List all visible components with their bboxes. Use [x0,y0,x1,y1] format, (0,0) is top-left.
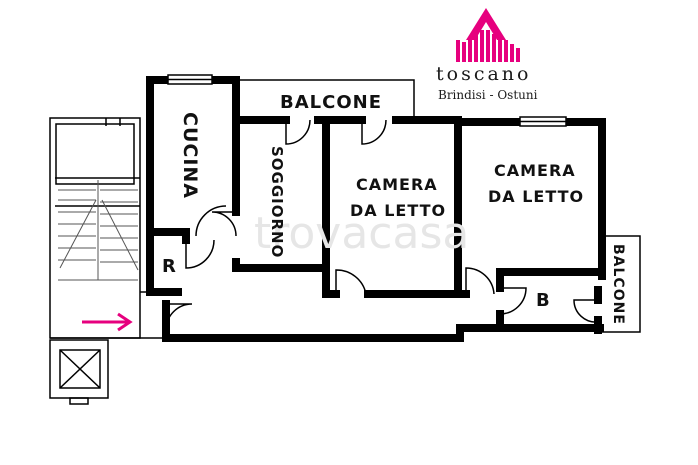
door-swings [165,119,599,331]
room-label-bagno: B [536,290,551,311]
entrance-arrow [82,312,133,332]
room-label-camera2-line2: DA LETTO [488,187,584,206]
walls [140,76,641,342]
room-label-balcone-top: BALCONE [280,92,382,113]
brand-name: toscano [436,63,531,85]
brand-logo-icon [456,8,520,62]
room-label-ripostiglio: R [162,256,177,277]
room-label-camera2-line1: CAMERA [494,161,576,180]
room-label-soggiorno: SOGGIORNO [268,146,286,258]
room-label-camera1-line1: CAMERA [356,175,438,194]
brand-tagline: Brindisi - Ostuni [438,88,538,102]
room-label-camera1-line2: DA LETTO [350,201,446,220]
room-label-cucina: CUCINA [179,112,201,199]
elevator-shaft [49,339,109,405]
room-label-balcone-right: BALCONE [610,244,626,325]
windows [167,74,567,127]
brand-logo: toscano Brindisi - Ostuni [436,8,538,102]
staircase [49,117,141,339]
watermark: trovacasa [254,208,469,259]
